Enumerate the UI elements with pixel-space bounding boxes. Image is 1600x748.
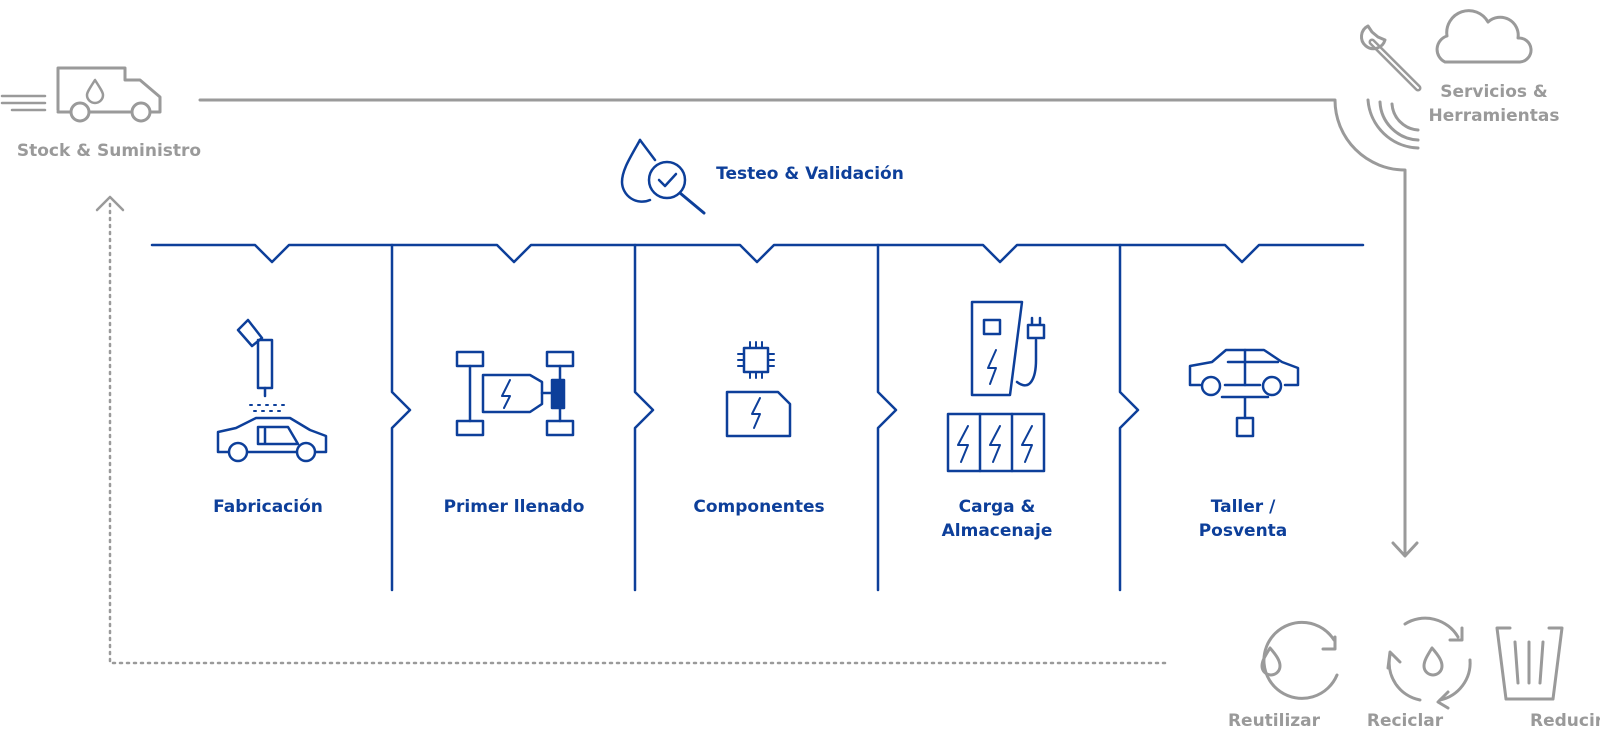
stage-primer-llenado: Primer llenado [444,495,585,519]
stage-componentes: Componentes [693,495,824,519]
van-with-drop-icon [0,66,162,123]
services-label-line1: Servicios & [1440,82,1548,102]
wrench-icon [1359,24,1422,92]
stage-label: Fabricación [213,497,323,517]
stage-divider [633,243,655,592]
drop-magnifier-check-icon [620,138,706,215]
car-lift-icon [1188,348,1300,438]
reuse-icon [1260,620,1339,700]
arrow-down-icon [1391,541,1419,558]
stage-label-line1: Carga & [958,497,1036,517]
services-label-line2: Herramientas [1428,106,1560,126]
charger-battery-icon [946,300,1046,473]
stage-label-line2: Almacenaje [941,521,1053,541]
services-label: Servicios & Herramientas [1429,80,1560,128]
recycle-icon [1386,616,1472,710]
recycle-label: Reciclar [1366,711,1444,731]
stage-label-line1: Taller / [1210,497,1276,517]
stage-taller-posventa: Taller / Posventa [1199,495,1288,543]
chip-battery-icon [725,341,792,438]
signal-icon [1366,98,1420,150]
flow-line-top [198,98,1407,557]
reuse-label: Reutilizar [1227,711,1321,731]
bin-icon [1495,626,1564,701]
stage-label: Componentes [693,497,825,517]
testing-label: Testeo & Validación [716,164,904,184]
stage-divider [390,243,412,592]
stage-label: Primer llenado [443,497,585,517]
process-bar [150,243,1365,264]
return-line-dotted [108,198,1167,665]
stage-fabricacion: Fabricación [213,495,323,519]
stock-label: Stock & Suministro [16,141,202,161]
stage-divider [876,243,898,592]
ev-drivetrain-icon [455,350,575,437]
stage-label-line2: Posventa [1198,521,1288,541]
stage-divider [1118,243,1140,592]
cloud-icon [1435,9,1533,64]
stage-carga-almacenaje: Carga & Almacenaje [942,495,1053,543]
spray-car-icon [216,318,328,463]
reduce-label: Reducir [1530,711,1600,731]
arrow-up-icon [95,195,125,212]
